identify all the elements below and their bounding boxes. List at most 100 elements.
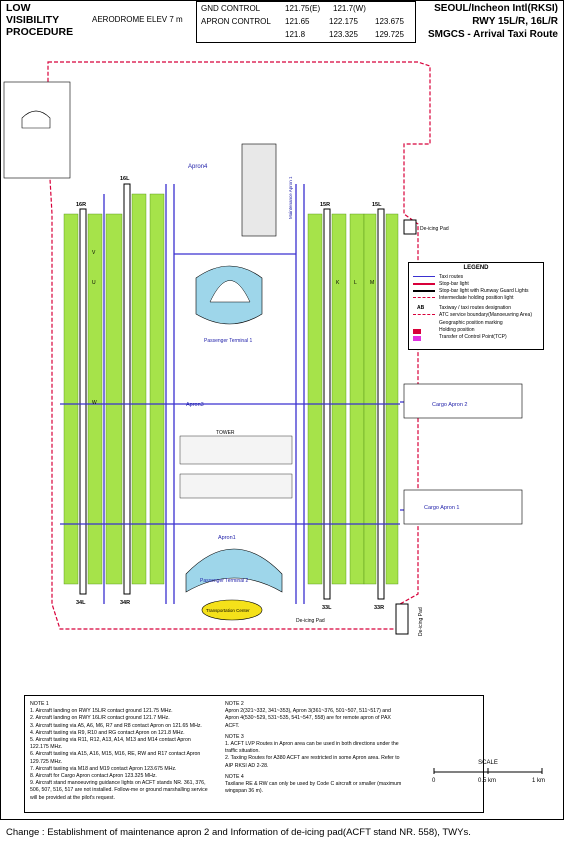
scale-tick: 1 km: [532, 778, 546, 784]
grass-block: [331, 213, 347, 585]
note-line: 4. Aircraft taxiing via R9, R10 and RG c…: [30, 729, 185, 736]
taxiway-letter: L: [354, 280, 357, 286]
notes-box: NOTE 1 1. Aircraft landing on RWY 15L/R …: [24, 695, 484, 813]
aerodrome-elevation: AERODROME ELEV 7 m: [92, 15, 183, 24]
legend-swatch-holding: [413, 329, 421, 334]
transportation-center: [201, 599, 263, 621]
transport-label: Transportation Center: [206, 608, 250, 613]
grass-block: [307, 213, 323, 585]
note-line: 2. Aircraft landing on RWY 16L/R contact…: [30, 715, 170, 722]
note1: NOTE 1 1. Aircraft landing on RWY 15L/R …: [30, 701, 210, 802]
passenger-terminal-2: [185, 548, 283, 593]
apron1-label: Apron1: [218, 535, 236, 541]
scale-tick: 0.5 km: [478, 778, 497, 784]
grass-block: [385, 213, 399, 585]
note-line: 8. Aircraft for Cargo Apron contact Apro…: [30, 773, 157, 780]
legend-item: Holding position: [439, 327, 475, 333]
legend-swatch-intermediate: [413, 297, 435, 302]
legend-item: Stop-bar light with Runway Guard Lights: [439, 288, 529, 294]
atc-boundary: [47, 61, 431, 630]
runway-label-33l: 33L: [322, 605, 332, 611]
legend-swatch-rgl: [413, 290, 435, 292]
chart-name: SMGCS - Arrival Taxi Route: [427, 29, 558, 40]
grass-block: [363, 213, 377, 585]
note-line: 1. Aircraft landing on RWY 15L/R contact…: [30, 708, 173, 715]
terminal2-label: Passenger Terminal 2: [200, 578, 248, 584]
runway-label-15r: 15R: [320, 202, 330, 208]
title-line: VISIBILITY: [6, 14, 60, 26]
apron4-label: Apron4: [188, 164, 208, 170]
apron-freq: 122.175: [329, 17, 358, 26]
legend-item: Transfer of Control Point(TCP): [439, 334, 507, 340]
grass-block: [131, 193, 147, 585]
runway-label-34l: 34L: [76, 600, 86, 606]
note-line: 6. Aircraft taxiing via A15, A16, M15, M…: [30, 751, 201, 765]
cargo-apron-1: [403, 489, 523, 525]
grass-block: [349, 213, 365, 585]
grass-areas: [63, 193, 399, 585]
note-title: NOTE 4: [225, 773, 244, 780]
runway-label-34r: 34R: [120, 600, 130, 606]
note-line: 2. Taxiing Routes for A380 ACFT are rest…: [225, 755, 400, 769]
note-line: 3. Aircraft taxiing via A5, A6, M6, R7 a…: [30, 722, 202, 729]
note-title: NOTE 2: [225, 701, 244, 707]
scale-title: SCALE: [478, 760, 498, 766]
gnd-freq: 121.7(W): [333, 4, 366, 13]
legend-item: ATC service boundary(Manoeuvring Area): [439, 312, 533, 318]
airport-name: SEOUL/Incheon Intl(RKSI): [434, 3, 558, 14]
runway-label-33r: 33R: [374, 605, 384, 611]
legend-title: LEGEND: [463, 265, 489, 271]
inset-map: [3, 81, 71, 179]
terminal-1-roof: [209, 280, 251, 303]
cargo-apron-2: [403, 383, 523, 419]
tower-label: TOWER: [216, 430, 235, 436]
inset-terminal: [21, 110, 51, 129]
note-line: 5. Aircraft taxiing via R11, R12, A13, A…: [30, 737, 191, 751]
gnd-freq: 121.75(E): [285, 4, 321, 13]
runway-list: RWY 15L/R, 16L/R: [472, 16, 558, 27]
terminal1-label: Passenger Terminal 1: [204, 338, 252, 344]
taxiway-letter: W: [92, 400, 97, 406]
deicing-pad-se: [395, 603, 409, 635]
change-note: Change : Establishment of maintenance ap…: [6, 827, 471, 838]
taxiway-letter: V: [92, 250, 96, 256]
legend: LEGEND Taxi routes Stop-bar light Stop-b…: [408, 262, 544, 350]
note2-4: NOTE 2 Apron 2(321~332, 341~353), Apron …: [225, 701, 405, 795]
taxiway-letter: M: [370, 280, 374, 286]
apron-freq: 129.725: [375, 30, 404, 39]
note-line: 9. Aircraft stand manoeuvring guidance l…: [30, 780, 208, 801]
apron-freq: 123.325: [329, 30, 358, 39]
gnd-label: GND CONTROL: [201, 4, 261, 13]
note-title: NOTE 3: [225, 733, 244, 740]
deicing-s-label: De-icing Pad: [296, 618, 325, 624]
scale-bar: SCALE 0 0.5 km 1 km: [428, 760, 548, 786]
frequency-box: GND CONTROL 121.75(E) 121.7(W) APRON CON…: [196, 1, 416, 43]
legend-item: Intermediate holding position light: [439, 295, 514, 301]
note-title: NOTE 1: [30, 701, 49, 707]
note-line: Taxilane RE & RW can only be used by Cod…: [225, 781, 402, 795]
grass-block: [149, 193, 165, 585]
maint-apron-label: Maintenance Apron 1: [288, 176, 293, 219]
maintenance-apron: [241, 143, 277, 237]
aerodrome-map: Apron4 Maintenance Apron 1 Passenger Ter…: [3, 61, 523, 636]
deicing-pad-ne: [403, 219, 417, 235]
legend-item: Geographic position marking: [439, 320, 503, 326]
legend-item: Taxiway / taxi routes designation: [439, 305, 511, 311]
scale-graphic: [433, 768, 543, 774]
runway-16l: [123, 183, 131, 595]
note-line: 7. Aircraft taxiing via M18 and M19 cont…: [30, 765, 177, 772]
scale-tick: 0: [432, 778, 436, 784]
legend-item: Stop-bar light: [439, 281, 469, 287]
apron3-label: Apron3: [186, 402, 204, 408]
chart-identification: SEOUL/Incheon Intl(RKSI) RWY 15L/R, 16L/…: [428, 2, 558, 41]
legend-swatch-boundary: [413, 314, 435, 319]
cargo2-label: Cargo Apron 2: [432, 402, 467, 408]
runway-label-16l: 16L: [120, 176, 130, 182]
apron-label: APRON CONTROL: [201, 17, 271, 26]
deicing-ne-label: De-icing Pad: [420, 226, 449, 232]
cargo1-label: Cargo Apron 1: [424, 505, 459, 511]
deicing-se-label: De-icing Pad: [418, 607, 424, 636]
legend-swatch-route: [413, 276, 435, 281]
title-line: LOW: [6, 2, 31, 14]
lvp-title: LOW VISIBILITY PROCEDURE: [6, 2, 73, 38]
